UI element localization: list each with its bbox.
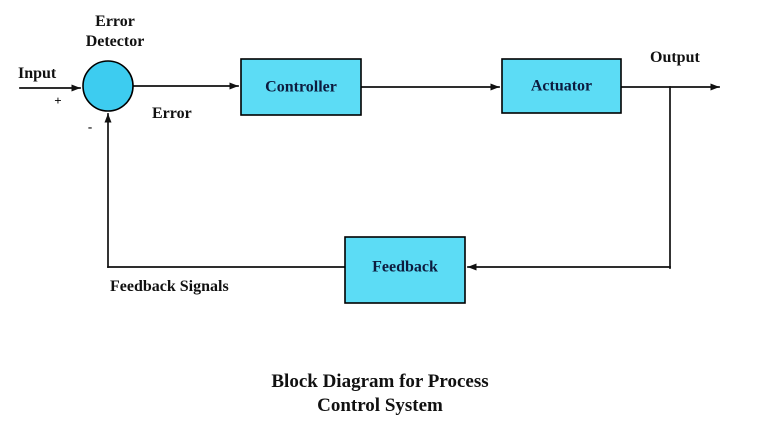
block-label-feedback: Feedback — [372, 259, 438, 276]
feedback-signals-label: Feedback Signals — [110, 278, 229, 295]
block-controller[interactable] — [240, 58, 362, 116]
output-label: Output — [650, 49, 700, 66]
error-detector-title-line1: Error — [95, 13, 135, 30]
input-label: Input — [18, 65, 57, 82]
minus-sign-label: - — [88, 119, 92, 134]
block-feedback[interactable] — [344, 236, 466, 304]
plus-sign-label: + — [54, 93, 61, 108]
block-label-actuator: Actuator — [531, 78, 592, 95]
block-actuator[interactable] — [501, 58, 622, 114]
error-detector-title-line2: Detector — [86, 33, 145, 50]
caption-line-1: Block Diagram for Process — [271, 371, 488, 392]
caption-line-2: Control System — [317, 395, 443, 416]
summing-junction-circle[interactable] — [82, 60, 134, 112]
error-label: Error — [152, 105, 192, 122]
block-label-controller: Controller — [265, 79, 337, 96]
